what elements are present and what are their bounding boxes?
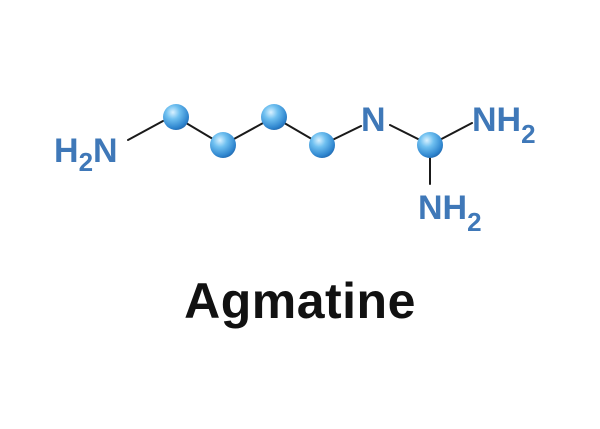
atom-label-nh2-bottom: NH2 [418,189,482,237]
carbon-atom-sphere [163,104,189,130]
atom-label-nh2-right: NH2 [472,101,536,149]
bond-n-c1 [127,120,164,141]
atom-label-h2n-left: H2N [54,132,118,177]
atom-label-n-imine: N [361,101,386,139]
carbon-atom-sphere [417,132,443,158]
carbon-atom-sphere [210,132,236,158]
molecule-name-title: Agmatine [184,273,416,329]
carbon-atom-sphere [309,132,335,158]
carbon-atom-sphere [261,104,287,130]
